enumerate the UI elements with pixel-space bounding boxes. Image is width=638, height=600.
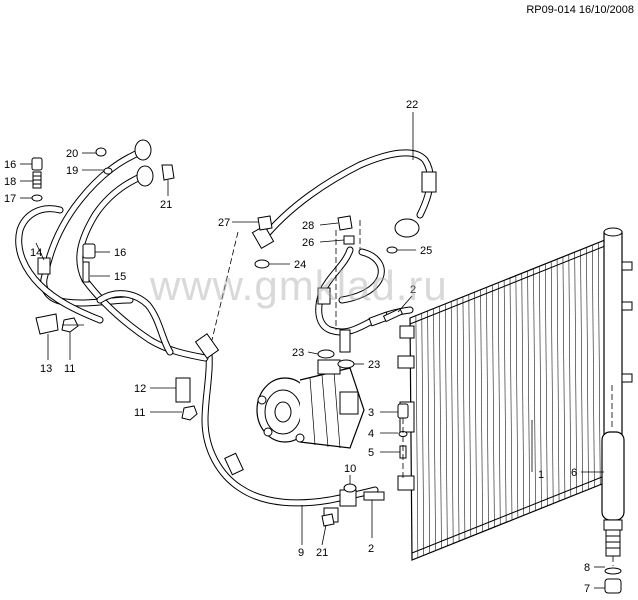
leader-lines [20,112,605,589]
hardware [31,147,409,527]
callout-13: 13 [40,363,52,375]
callout-1: 1 [538,469,544,481]
callout-4: 4 [368,428,374,440]
callout-labels: 22 2 1 6 3 4 5 8 7 10 9 21 2 12 11 13 11… [4,99,590,595]
callout-17: 17 [4,193,16,205]
callout-27: 27 [218,217,230,229]
callout-2-upper: 2 [410,284,416,296]
condenser [397,227,633,561]
callout-7: 7 [584,583,590,595]
callout-11-upper: 11 [64,363,75,375]
callout-23-left: 23 [292,347,304,359]
callout-28: 28 [302,220,314,232]
callout-15: 15 [114,271,126,283]
hose-9 [201,341,379,523]
callout-2-lower: 2 [368,543,374,555]
callout-18: 18 [4,176,16,188]
callout-22: 22 [406,99,418,111]
callout-21-lower: 21 [316,547,328,559]
diagram-reference: RP09-014 16/10/2008 [526,4,634,16]
callout-3: 3 [368,407,374,419]
callout-16-lower: 16 [114,247,126,259]
callout-11-lower: 11 [134,407,145,419]
callout-10: 10 [344,463,356,475]
callout-24: 24 [294,259,306,271]
callout-6: 6 [571,467,577,479]
hose-22 [251,149,437,249]
watermark: www.gmklad.ru [150,262,448,309]
callout-25: 25 [420,245,432,257]
left-hose-assembly [15,139,220,362]
callout-19: 19 [66,165,78,177]
compressor [256,359,365,449]
callout-14: 14 [30,247,42,259]
hose-2-upper [315,220,414,353]
callout-12: 12 [134,383,146,395]
callout-16-upper: 16 [4,159,16,171]
callout-23-right: 23 [368,359,380,371]
receiver-dryer [601,385,625,594]
callout-21-upper: 21 [160,199,172,211]
callout-8: 8 [584,562,590,574]
callout-20: 20 [66,148,78,160]
callout-26: 26 [302,237,314,249]
callout-9: 9 [298,547,304,559]
callout-5: 5 [368,447,374,459]
